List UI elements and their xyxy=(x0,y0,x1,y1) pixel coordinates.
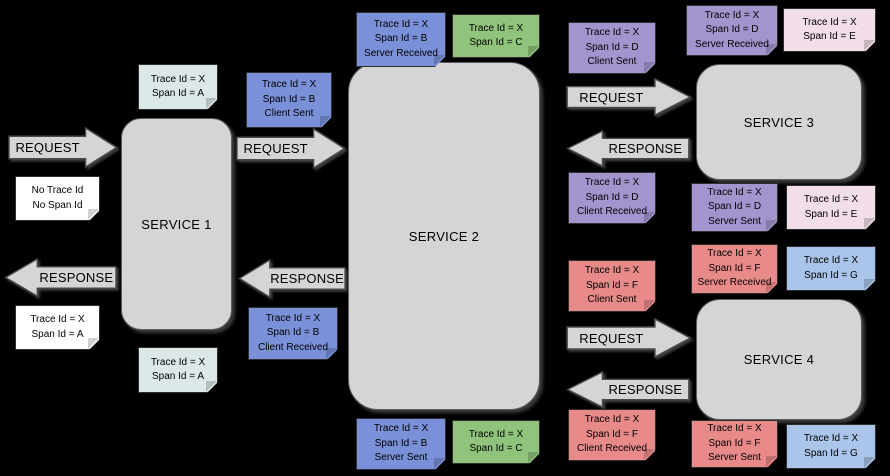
arrow-label: RESPONSE xyxy=(39,270,114,285)
note-span-f-client-sent: Trace Id = X Span Id = F Client Sent xyxy=(568,260,656,312)
arrow-label: RESPONSE xyxy=(270,271,345,286)
arrow-response-service3-to-service2: RESPONSE xyxy=(566,130,690,167)
right-arrow-icon xyxy=(236,128,346,169)
service-3-box: SERVICE 3 xyxy=(696,64,862,180)
note-span-f-server-sent: Trace Id = X Span Id = F Server Sent xyxy=(691,420,778,468)
note-span-g-bottom: Trace Id = X Span Id = G xyxy=(786,424,876,469)
arrow-response-service1-to-client: RESPONSE xyxy=(4,258,117,297)
left-arrow-icon xyxy=(4,258,117,297)
note-client-request-no-ids: No Trace Id No Span Id xyxy=(15,176,100,221)
arrow-request-client-to-service1: REQUEST xyxy=(8,127,118,168)
note-span-d-client-received: Trace Id = X Span Id = D Client Received xyxy=(568,172,656,224)
service-3-label: SERVICE 3 xyxy=(743,114,815,130)
right-arrow-icon xyxy=(8,127,118,168)
note-span-d-server-received: Trace Id = X Span Id = D Server Received xyxy=(686,5,778,56)
arrow-label: REQUEST xyxy=(243,141,308,156)
arrow-label: RESPONSE xyxy=(608,141,683,156)
note-span-g-top: Trace Id = X Span Id = G xyxy=(786,246,876,291)
right-arrow-icon xyxy=(566,318,692,358)
note-span-e-top: Trace Id = X Span Id = E xyxy=(783,8,876,52)
note-span-d-client-sent: Trace Id = X Span Id = D Client Sent xyxy=(568,22,656,74)
arrow-request-service2-to-service4: REQUEST xyxy=(566,318,692,358)
arrow-request-service1-to-service2: REQUEST xyxy=(236,128,346,169)
note-service1-span-a-received: Trace Id = X Span Id = A xyxy=(138,64,218,110)
left-arrow-icon xyxy=(238,259,346,298)
note-span-b-server-received: Trace Id = X Span Id = B Server Received xyxy=(356,12,446,67)
note-span-e-bottom: Trace Id = X Span Id = E xyxy=(786,185,876,230)
service-4-label: SERVICE 4 xyxy=(743,352,815,367)
service-4-box: SERVICE 4 xyxy=(696,299,862,420)
service-1-label: SERVICE 1 xyxy=(141,216,212,232)
note-client-response-span-a: Trace Id = X Span Id = A xyxy=(15,305,100,350)
arrow-label: REQUEST xyxy=(15,140,80,155)
service-2-box: SERVICE 2 xyxy=(348,62,540,410)
arrow-label: RESPONSE xyxy=(608,382,683,397)
arrow-label: REQUEST xyxy=(579,89,644,105)
note-span-d-server-sent: Trace Id = X Span Id = D Server Sent xyxy=(691,183,778,232)
service-2-label: SERVICE 2 xyxy=(408,228,480,244)
arrow-request-service2-to-service3: REQUEST xyxy=(566,78,692,116)
arrow-label: REQUEST xyxy=(579,330,644,346)
note-span-f-server-received: Trace Id = X Span Id = F Server Received xyxy=(691,244,778,294)
left-arrow-icon xyxy=(566,130,690,167)
note-span-c-top: Trace Id = X Span Id = C xyxy=(452,14,540,58)
arrow-response-service4-to-service2: RESPONSE xyxy=(566,371,690,408)
note-service1-span-a-sent: Trace Id = X Span Id = A xyxy=(138,347,218,393)
left-arrow-icon xyxy=(566,371,690,408)
arrow-response-service2-to-service1: RESPONSE xyxy=(238,259,346,298)
right-arrow-icon xyxy=(566,78,692,116)
note-span-b-server-sent: Trace Id = X Span Id = B Server Sent xyxy=(356,418,446,470)
note-span-b-client-sent: Trace Id = X Span Id = B Client Sent xyxy=(246,72,332,128)
note-span-b-client-received: Trace Id = X Span Id = B Client Received xyxy=(248,307,338,360)
service-1-box: SERVICE 1 xyxy=(121,118,232,330)
note-span-c-bottom: Trace Id = X Span Id = C xyxy=(452,420,540,464)
note-span-f-client-received: Trace Id = X Span Id = F Client Received xyxy=(568,409,656,461)
